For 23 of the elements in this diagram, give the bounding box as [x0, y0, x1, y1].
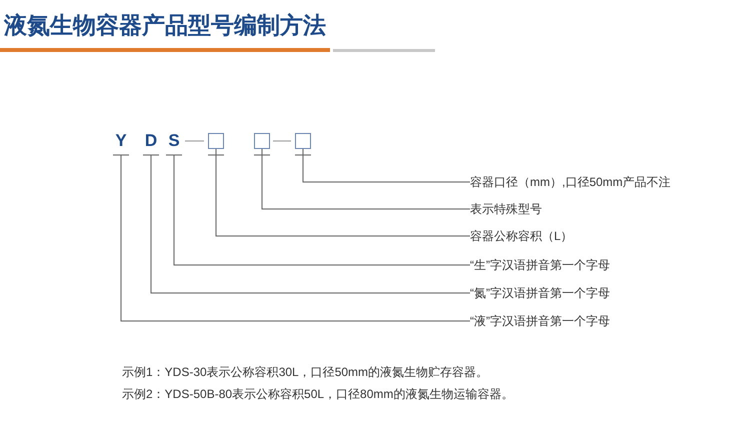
leader-line: [302, 148, 470, 182]
example-note: 示例2：YDS-50B-80表示公称容积50L，口径80mm的液氮生物运输容器。: [122, 386, 514, 403]
description-text: 容器公称容积（L）: [470, 227, 720, 245]
dash-line: [272, 140, 292, 142]
description-text: “生”字汉语拼音第一个字母: [470, 256, 720, 274]
leader-line: [150, 154, 470, 294]
leader-line: [216, 148, 470, 236]
dash-line: [184, 140, 204, 142]
description-text: “液”字汉语拼音第一个字母: [470, 312, 720, 330]
leader-line: [120, 154, 470, 322]
description-text: “氮”字汉语拼音第一个字母: [470, 284, 720, 302]
code-letter: D: [143, 132, 159, 155]
placeholder-box: [208, 133, 224, 149]
description-text: 容器口径（mm）,口径50mm产品不注: [470, 173, 720, 191]
placeholder-box: [295, 133, 311, 149]
description-text: 表示特殊型号: [470, 200, 720, 218]
code-letter: Y: [113, 132, 129, 155]
leader-line: [174, 154, 470, 266]
placeholder-box: [254, 133, 270, 149]
example-note: 示例1：YDS-30表示公称容积30L，口径50mm的液氮生物贮存容器。: [122, 364, 488, 381]
page-title: 液氮生物容器产品型号编制方法: [4, 11, 326, 40]
leader-line: [262, 148, 470, 210]
code-letter: S: [166, 132, 182, 155]
